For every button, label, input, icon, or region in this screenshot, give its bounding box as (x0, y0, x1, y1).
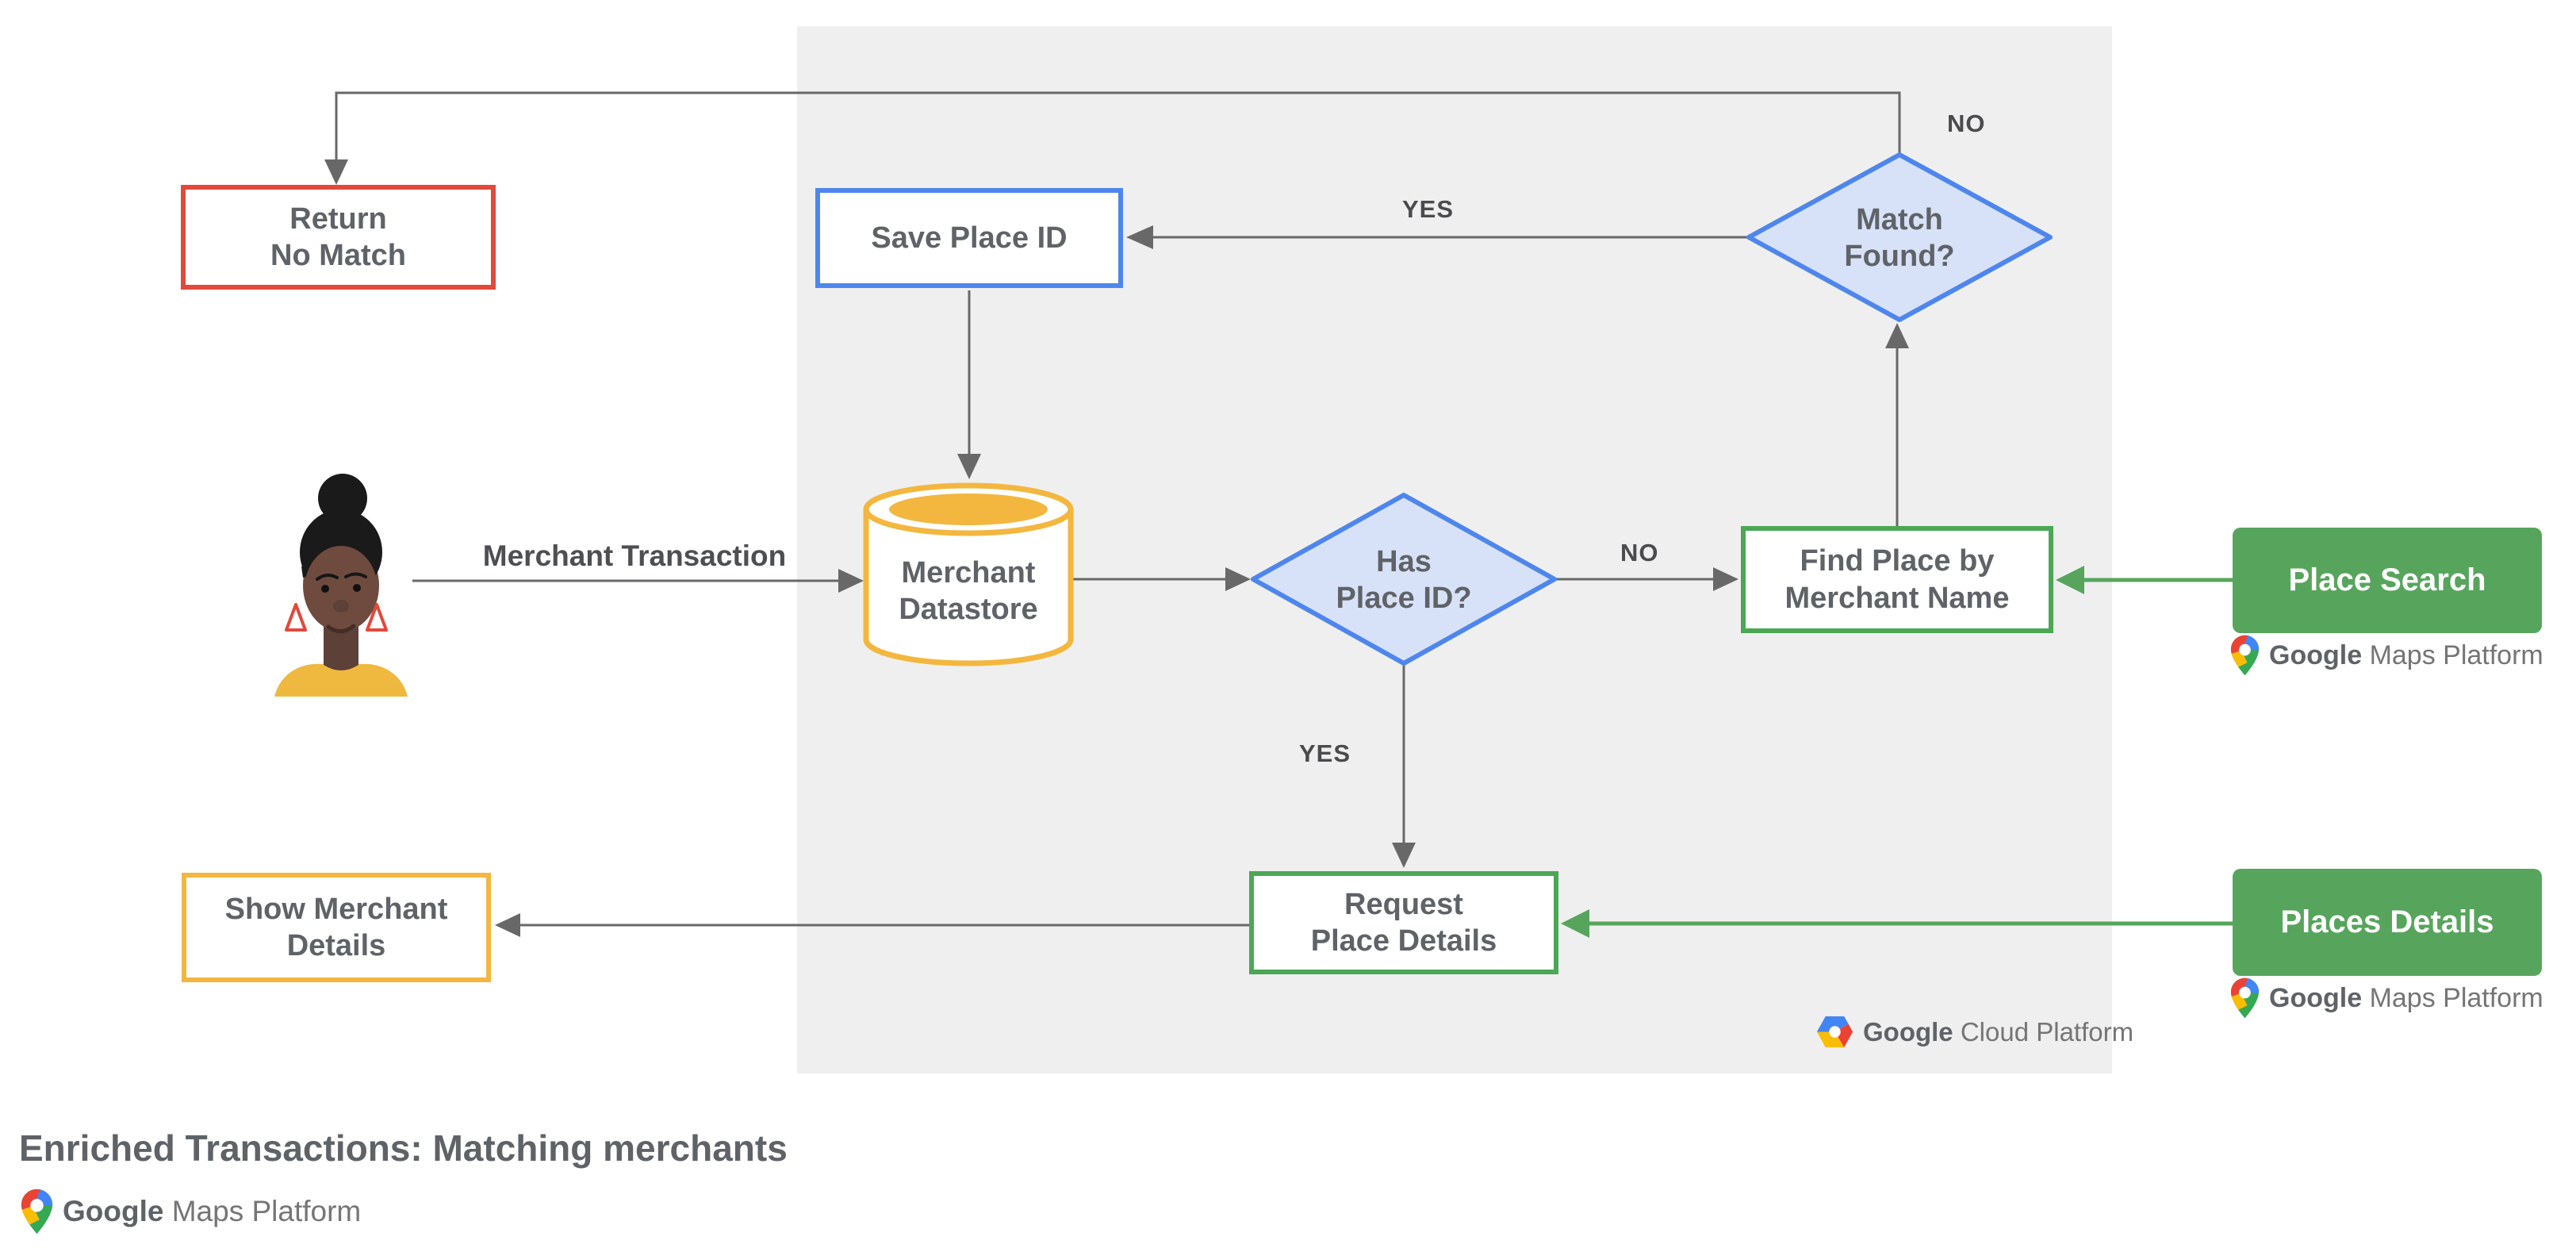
gcp-logo-rest-text: Cloud Platform (1960, 1016, 2134, 1047)
arrowhead (1885, 323, 1909, 348)
save-place-id-box: Save Place ID (815, 188, 1123, 288)
avatar-brow-right (344, 572, 367, 578)
find-place-by-merchant-name-box: Find Place by Merchant Name (1741, 526, 2053, 633)
gmp-logo-footer: Google Maps Platform (21, 1189, 361, 1235)
has-place-id-label: Has Place ID? (1336, 544, 1472, 615)
match-found-diamond (1746, 152, 2053, 322)
gcp-logo-google-text: Google (1863, 1016, 1953, 1047)
edge-label-yes-top: YES (1402, 195, 1455, 223)
avatar-earring-left (285, 603, 307, 632)
avatar-face (305, 546, 378, 632)
arrowhead (324, 159, 348, 185)
arrowhead (957, 454, 981, 479)
arrowhead (1713, 567, 1738, 591)
gmp-logo-rest-text: Maps Platform (171, 1195, 362, 1227)
arrowhead (495, 913, 520, 937)
merchant-transaction-label: Merchant Transaction (482, 540, 787, 572)
avatar-nose (333, 600, 349, 613)
arrowhead (1126, 225, 1153, 249)
merchant-datastore-label: Merchant Datastore (899, 555, 1038, 626)
maps-pin-icon (2230, 977, 2260, 1019)
arrowhead-green (1561, 909, 1589, 938)
cloud-hexagon-icon (1816, 1016, 1853, 1048)
avatar-earring-right (366, 603, 388, 632)
gmp-logo-rest-text: Maps Platform (2369, 982, 2543, 1013)
merchant-datastore-cylinder (863, 482, 1074, 666)
avatar-eye-right (353, 584, 361, 592)
gmp-logo-places-details: Google Maps Platform (2230, 977, 2543, 1019)
avatar-hair-bun (318, 474, 367, 523)
merchant-user-avatar (271, 470, 411, 697)
arrowhead (1392, 843, 1416, 868)
gmp-logo-google-text: Google (2269, 639, 2363, 670)
avatar-eye-left (321, 585, 329, 593)
gmp-logo-google-text: Google (2269, 982, 2363, 1013)
gmp-logo-place-search: Google Maps Platform (2230, 635, 2543, 676)
has-place-id-diamond (1251, 493, 1557, 666)
avatar-mouth (326, 624, 356, 634)
arrowhead (1225, 567, 1251, 591)
return-no-match-box: Return No Match (181, 185, 496, 290)
arrowhead-green (2056, 566, 2084, 594)
edge-label-yes-mid: YES (1299, 739, 1351, 767)
maps-pin-icon (21, 1189, 53, 1235)
request-place-details-box: Request Place Details (1249, 871, 1558, 974)
avatar-neck (324, 622, 358, 670)
maps-pin-icon (2230, 635, 2260, 676)
gmp-logo-google-text: Google (63, 1195, 164, 1227)
place-search-api-box: Place Search (2233, 528, 2542, 633)
edge-label-no-top: NO (1947, 109, 1986, 137)
gmp-logo-rest-text: Maps Platform (2369, 639, 2543, 670)
arrowhead (838, 569, 864, 593)
avatar-shoulders (274, 663, 408, 697)
avatar-brow-left (316, 574, 339, 581)
places-details-api-box: Places Details (2233, 869, 2542, 976)
gcp-logo: Google Cloud Platform (1816, 1016, 2133, 1048)
diagram-title: Enriched Transactions: Matching merchant… (19, 1127, 788, 1169)
edge-no-to-return (335, 91, 1901, 159)
match-found-label: Match Found? (1844, 202, 1955, 273)
show-merchant-details-box: Show Merchant Details (182, 873, 491, 982)
edge-label-no-mid: NO (1620, 539, 1659, 566)
